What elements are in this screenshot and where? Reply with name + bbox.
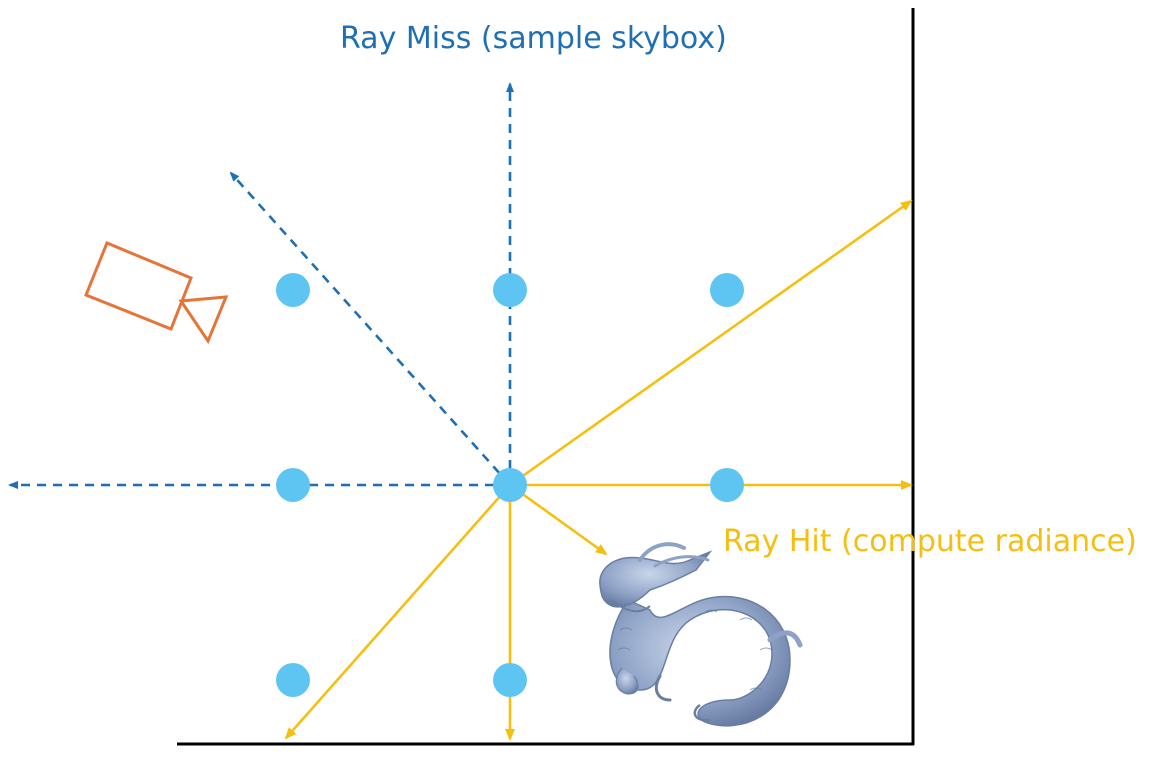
probe [493, 273, 527, 307]
dragon-model-icon [599, 542, 803, 727]
hit-ray-upright [509, 199, 913, 487]
probe [710, 273, 744, 307]
ray-miss-label: Ray Miss (sample skybox) [340, 21, 727, 56]
probe [493, 663, 527, 697]
camera-icon [84, 241, 229, 345]
probe [710, 468, 744, 502]
ray-hit-label: Ray Hit (compute radiance) [723, 524, 1137, 559]
hit-rays [284, 199, 913, 741]
probe [276, 273, 310, 307]
probe-center [493, 468, 527, 502]
miss-ray-upleft [229, 171, 511, 486]
probe [276, 468, 310, 502]
hit-ray-downleft [284, 484, 511, 740]
probe [276, 663, 310, 697]
probe-grid [276, 273, 744, 697]
hit-ray-dragon [509, 483, 608, 556]
miss-rays [8, 82, 514, 489]
